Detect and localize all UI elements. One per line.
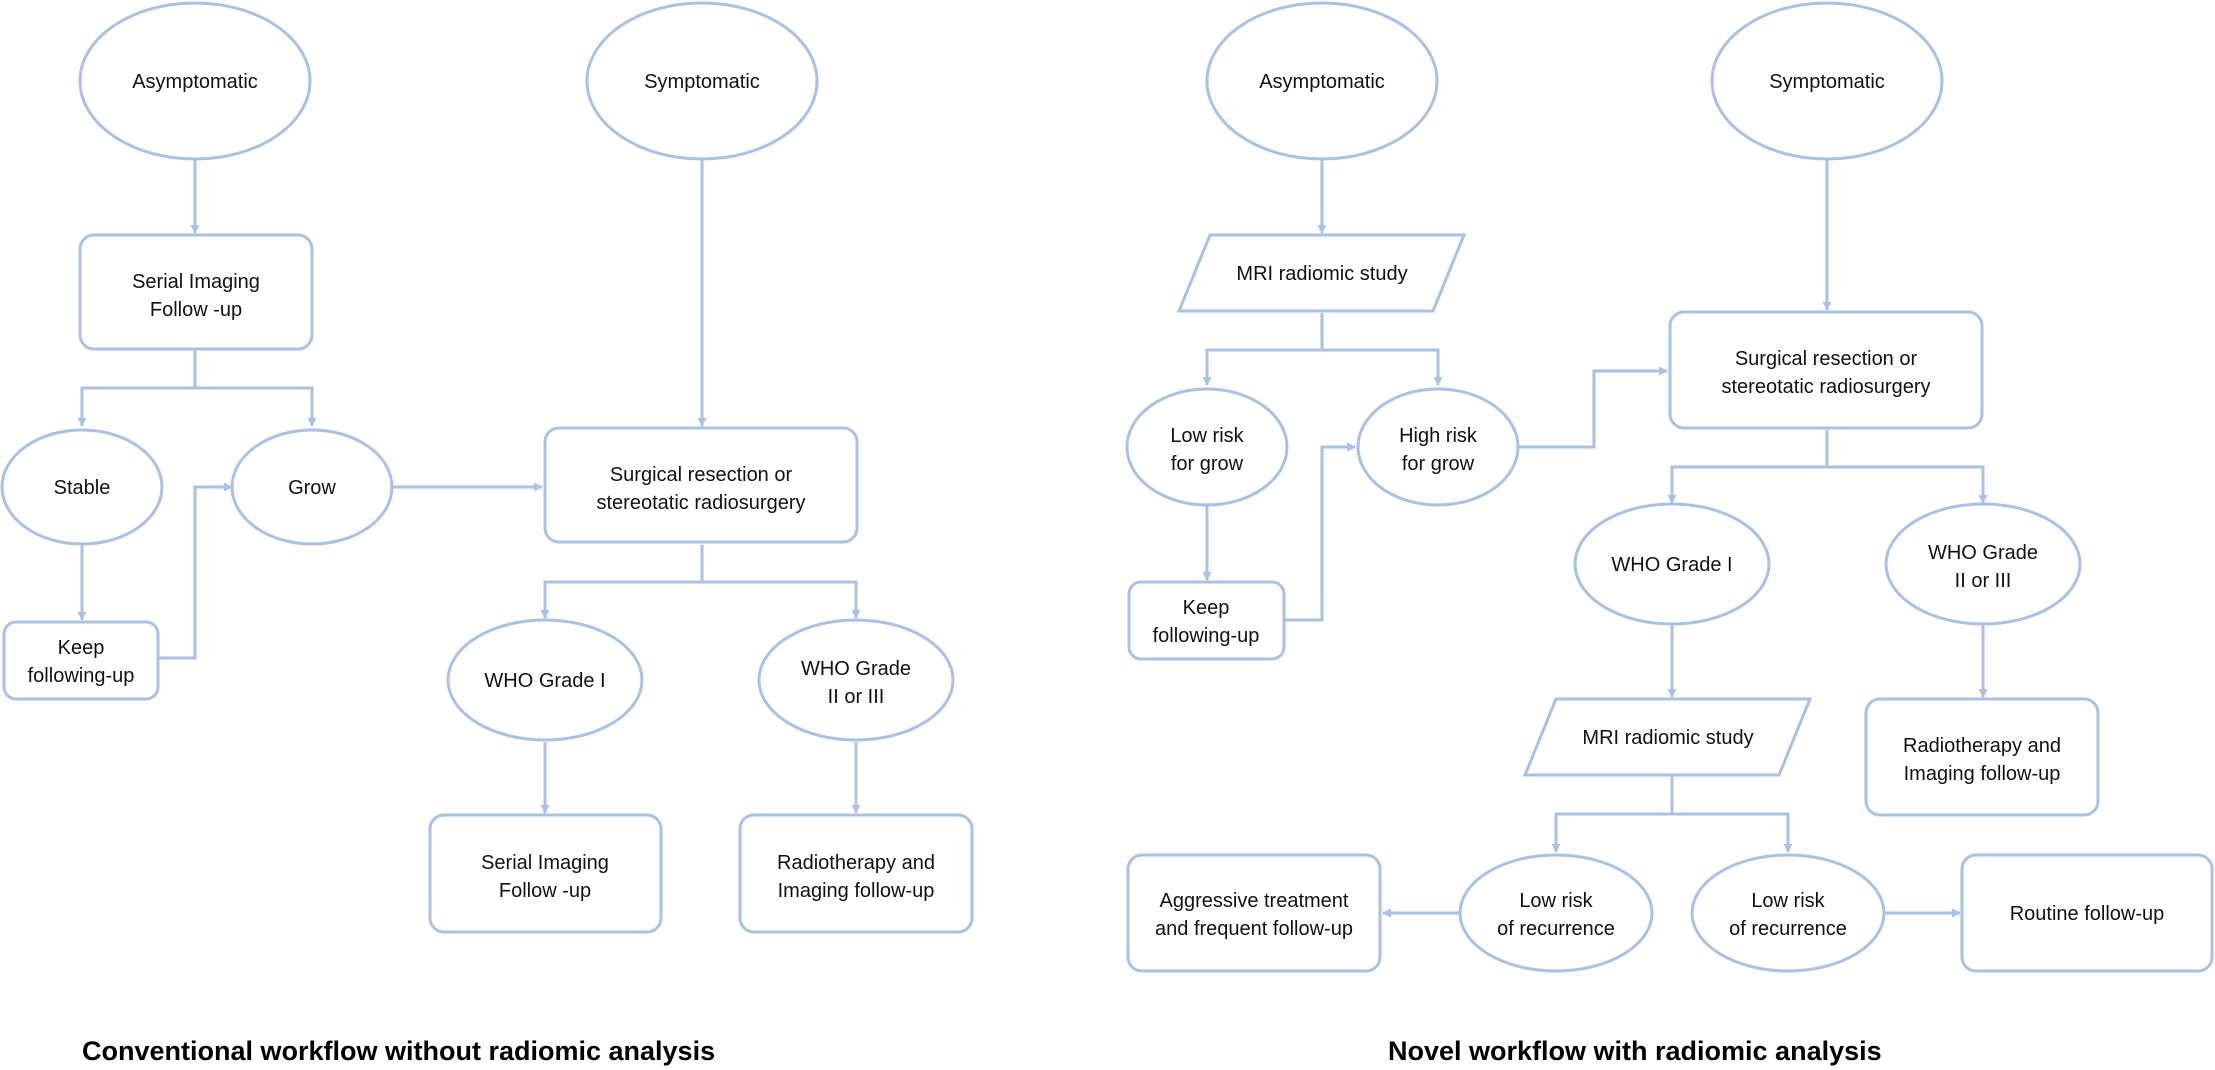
serial-imaging-2-node xyxy=(428,813,663,934)
keep-following-node-r xyxy=(1127,580,1286,661)
who-grade-2-3-label-2: II or III xyxy=(828,686,885,708)
symptomatic-label-r: Symptomatic xyxy=(1769,71,1885,93)
recurrence-left-label-2: of recurrence xyxy=(1497,918,1615,940)
asymptomatic-node-r xyxy=(1205,1,1439,161)
keep-label-1: Keep xyxy=(58,637,105,659)
keep-label-r-1: Keep xyxy=(1183,597,1230,619)
serial-imaging-label-1: Serial Imaging xyxy=(132,271,260,293)
aggressive-label-2: and frequent follow-up xyxy=(1155,918,1353,940)
aggressive-label-1: Aggressive treatment xyxy=(1160,890,1349,912)
serial-imaging-node xyxy=(78,233,314,351)
arrow-keep-to-highrisk xyxy=(1284,442,1356,622)
arrow-surgical-to-who1 xyxy=(1667,430,1829,504)
who-grade-1-node-r xyxy=(1573,502,1771,626)
stable-node xyxy=(0,428,164,546)
keep-label-r-2: following-up xyxy=(1153,625,1260,647)
recurrence-left-label-1: Low risk xyxy=(1519,890,1593,912)
aggressive-treatment-node xyxy=(1126,853,1382,973)
mri-study-node-1 xyxy=(1176,233,1467,313)
symptomatic-node xyxy=(585,1,819,161)
who-grade-2-3-node-r xyxy=(1884,502,2082,626)
radiotherapy-label-r-1: Radiotherapy and xyxy=(1903,735,2061,757)
high-risk-grow-node xyxy=(1356,387,1520,507)
radiotherapy-node xyxy=(738,813,974,934)
grow-node xyxy=(230,428,394,546)
arrow-serial-to-stable xyxy=(77,350,197,427)
surgical-node-r xyxy=(1668,310,1984,430)
who-grade-2-3-node xyxy=(757,618,955,742)
surgical-label-r-1: Surgical resection or xyxy=(1735,348,1918,370)
who-grade-1-label: WHO Grade I xyxy=(484,670,605,692)
connectors-right xyxy=(1202,160,1988,918)
serial-imaging-2-label-1: Serial Imaging xyxy=(481,852,609,874)
recurrence-right-label-1: Low risk xyxy=(1751,890,1825,912)
arrow-keep-to-grow xyxy=(158,482,233,660)
who-grade-2-3-label-1: WHO Grade xyxy=(801,658,911,680)
routine-followup-label: Routine follow-up xyxy=(2010,903,2165,925)
arrow-mri2-to-rec-right xyxy=(1672,812,1793,853)
arrow-surgical-to-who1 xyxy=(540,545,704,619)
mri-study-node-2 xyxy=(1522,697,1813,777)
arrow-highrisk-to-surgical xyxy=(1518,366,1668,449)
radiotherapy-label-2: Imaging follow-up xyxy=(778,880,935,902)
arrow-mri1-to-lowrisk xyxy=(1202,313,1324,386)
surgical-node xyxy=(543,426,859,544)
recurrence-right-node xyxy=(1690,853,1886,973)
right-caption: Novel workflow with radiomic analysis xyxy=(1388,1036,1882,1066)
arrow-surgical-to-who23 xyxy=(1827,465,1988,504)
radiotherapy-label-1: Radiotherapy and xyxy=(777,852,935,874)
who-grade-2-3-label-r-2: II or III xyxy=(1955,570,2012,592)
recurrence-right-label-2: of recurrence xyxy=(1729,918,1847,940)
serial-imaging-2-label-2: Follow -up xyxy=(499,880,591,902)
routine-followup-node xyxy=(1960,853,2214,973)
surgical-label-1: Surgical resection or xyxy=(610,464,793,486)
arrow-mri1-to-highrisk xyxy=(1322,348,1443,386)
grow-label: Grow xyxy=(288,477,336,499)
who-grade-1-node xyxy=(446,618,644,742)
who-grade-1-label-r: WHO Grade I xyxy=(1611,554,1732,576)
asymptomatic-label-r: Asymptomatic xyxy=(1259,71,1385,93)
arrow-serial-to-grow xyxy=(195,386,317,427)
surgical-label-2: stereotatic radiosurgery xyxy=(597,492,806,514)
left-caption: Conventional workflow without radiomic a… xyxy=(82,1036,715,1066)
mri-study-label-2: MRI radiomic study xyxy=(1582,727,1753,749)
keep-following-node xyxy=(2,620,160,701)
serial-imaging-label-2: Follow -up xyxy=(150,299,242,321)
conventional-workflow: Asymptomatic Symptomatic Serial Imaging … xyxy=(0,1,974,1066)
low-risk-grow-label-2: for grow xyxy=(1171,453,1244,475)
symptomatic-node-r xyxy=(1710,1,1944,161)
radiotherapy-node-r xyxy=(1864,697,2100,817)
low-risk-grow-label-1: Low risk xyxy=(1170,425,1244,447)
stable-label: Stable xyxy=(54,477,111,499)
arrow-surgical-to-who23 xyxy=(702,580,861,619)
asymptomatic-node xyxy=(78,1,312,161)
surgical-label-r-2: stereotatic radiosurgery xyxy=(1722,376,1931,398)
symptomatic-label: Symptomatic xyxy=(644,71,760,93)
novel-workflow: Asymptomatic Symptomatic MRI radiomic st… xyxy=(1125,1,2214,1066)
high-risk-grow-label-2: for grow xyxy=(1402,453,1475,475)
who-grade-2-3-label-r-1: WHO Grade xyxy=(1928,542,2038,564)
arrow-mri2-to-rec-left xyxy=(1551,776,1674,853)
low-risk-grow-node xyxy=(1125,387,1289,507)
mri-study-label-1: MRI radiomic study xyxy=(1236,263,1407,285)
high-risk-grow-label-1: High risk xyxy=(1399,425,1478,447)
keep-label-2: following-up xyxy=(28,665,135,687)
recurrence-left-node xyxy=(1458,853,1654,973)
asymptomatic-label: Asymptomatic xyxy=(132,71,258,93)
radiotherapy-label-r-2: Imaging follow-up xyxy=(1904,763,2061,785)
connectors-left xyxy=(77,160,861,814)
